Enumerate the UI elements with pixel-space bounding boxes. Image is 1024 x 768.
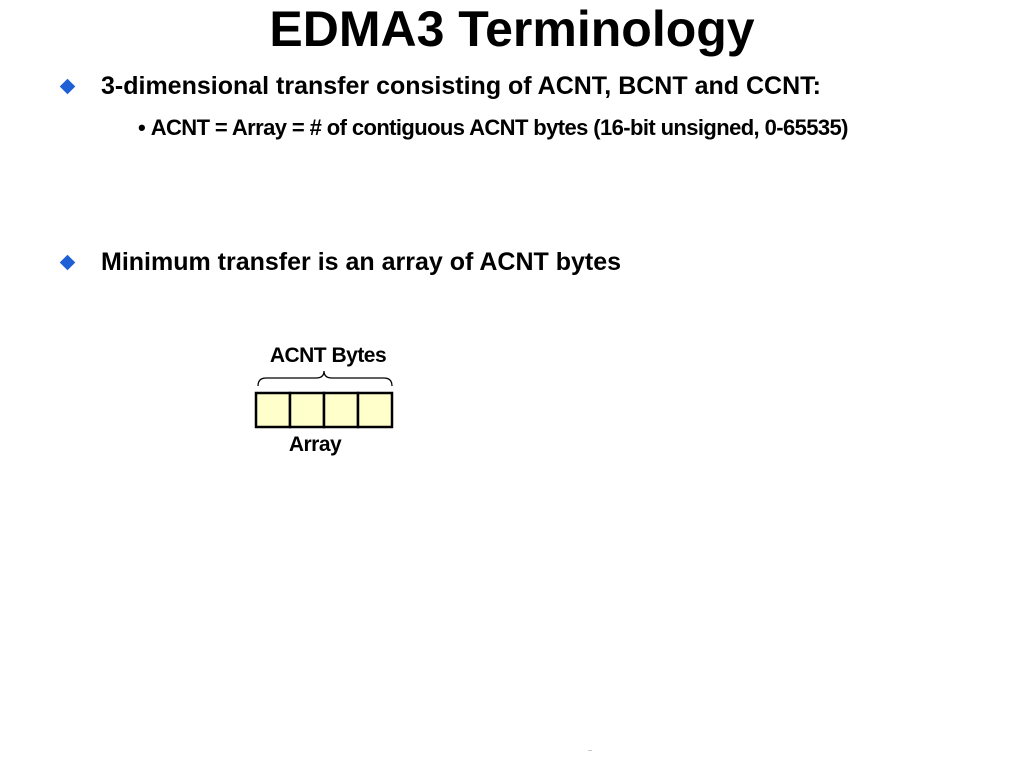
array-cell bbox=[356, 391, 394, 429]
bullet-text-2: Minimum transfer is an array of ACNT byt… bbox=[101, 247, 622, 276]
sub-bullet-dot-icon: • bbox=[138, 115, 146, 140]
sub-bullet-text-1: ACNT = Array = # of contiguous ACNT byte… bbox=[150, 115, 849, 140]
bullet-text-1: 3-dimensional transfer consisting of ACN… bbox=[101, 71, 821, 100]
acnt-array-diagram: ACNT Bytes Array bbox=[254, 344, 394, 456]
sub-bullet-item-1: • ACNT = Array = # of contiguous ACNT by… bbox=[138, 113, 848, 143]
slide-title: EDMA3 Terminology bbox=[269, 1, 755, 57]
curly-brace bbox=[257, 370, 393, 387]
acnt-bytes-label: ACNT Bytes bbox=[270, 344, 386, 367]
footer-mark bbox=[588, 750, 592, 751]
array-cell bbox=[288, 391, 326, 429]
array-label: Array bbox=[289, 433, 342, 456]
bullet-item-2: Minimum transfer is an array of ACNT byt… bbox=[59, 246, 622, 278]
diamond-bullet-icon bbox=[59, 78, 76, 94]
diamond-bullet-icon bbox=[59, 254, 76, 270]
array-cell bbox=[322, 391, 360, 429]
array-cells bbox=[254, 391, 394, 429]
bullet-item-1: 3-dimensional transfer consisting of ACN… bbox=[59, 70, 821, 102]
array-cell bbox=[254, 391, 292, 429]
